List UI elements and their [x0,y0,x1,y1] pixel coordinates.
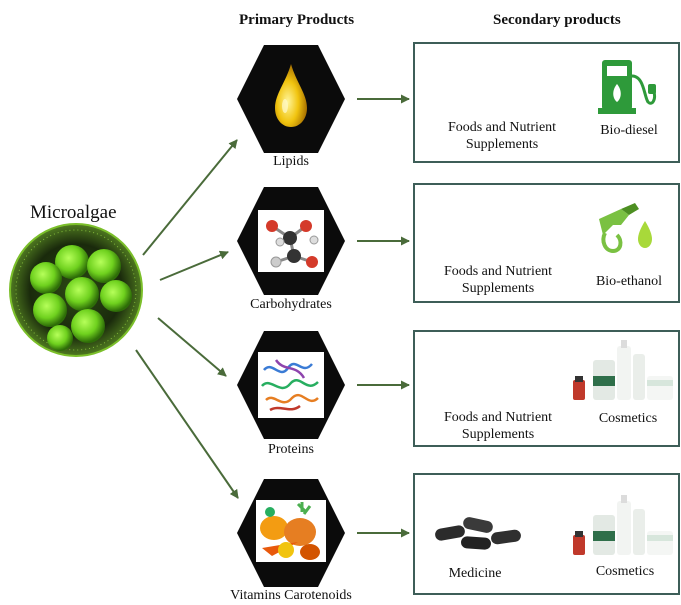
primary-label-vitamins: Vitamins Carotenoids [230,588,352,603]
arrow-to-carbohydrates [159,250,229,281]
capsules-icon [435,517,521,550]
arrow-to-vitamins [135,349,239,499]
cosmetics-icon [573,495,673,555]
primary-products-header: Primary Products [239,12,355,28]
arrow-to-proteins [157,317,227,377]
primary-label-carbohydrates: Carbohydrates [250,297,332,312]
secondary-box-vitamins: Medicine Cosmetics [413,473,680,595]
secondary-label-biodiesel: Bio-diesel [600,123,658,138]
nozzle-drop-icon [599,203,652,254]
secondary-label-food: Foods and Nutrient Supplements [447,120,557,152]
secondary-label-cosmetics: Cosmetics [595,564,655,579]
microalgae-icon [9,223,143,357]
hexagon-vitamins [237,479,345,587]
secondary-label-medicine: Medicine [448,566,502,581]
secondary-label-food: Foods and Nutrient Supplements [443,410,553,442]
secondary-label-cosmetics: Cosmetics [598,411,658,426]
secondary-box-lipids: Foods and Nutrient Supplements Bio-diese… [413,42,680,163]
vegetables-icon [260,502,320,560]
hexagon-proteins [237,331,345,439]
secondary-products-header: Secondary products [493,12,621,28]
secondary-box-carbohydrates: Foods and Nutrient Supplements Bio-ethan… [413,183,680,303]
cosmetics-icon [573,340,673,400]
arrow-to-lipids [142,139,238,256]
secondary-box-proteins: Foods and Nutrient Supplements Cosmetics [413,330,680,447]
primary-label-proteins: Proteins [268,442,314,457]
protein-icon [261,359,319,412]
secondary-label-bioethanol: Bio-ethanol [595,274,663,289]
secondary-label-food: Foods and Nutrient Supplements [443,264,553,296]
hexagon-carbohydrates [237,187,345,295]
microalgae-label: Microalgae [30,202,117,223]
molecule-icon [266,220,319,268]
fuel-pump-icon [598,60,656,114]
oil-drop-icon [275,64,307,127]
primary-label-lipids: Lipids [273,154,309,169]
hexagon-lipids [237,45,345,153]
